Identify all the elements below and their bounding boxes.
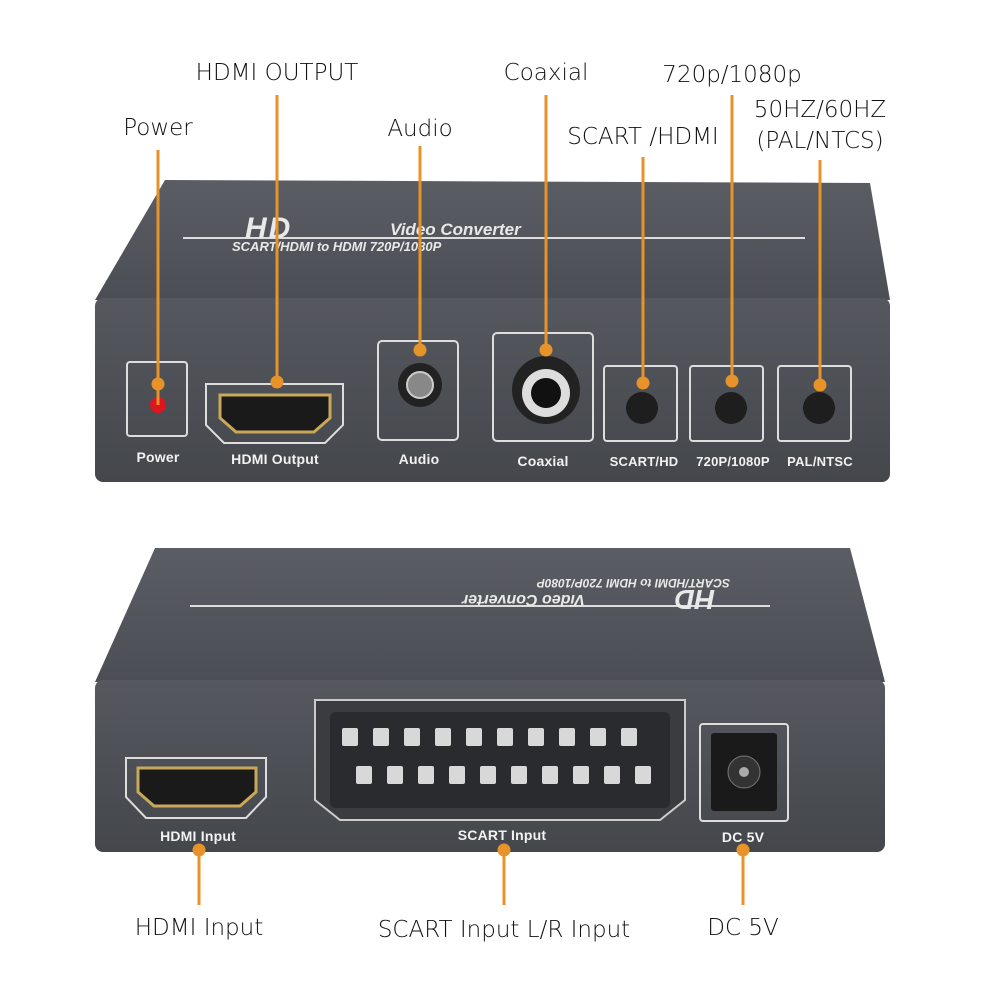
callout-dot	[813, 378, 827, 392]
scart-pin	[435, 728, 451, 746]
scart-pin	[635, 766, 651, 784]
callout-resolution: 720p/1080p	[662, 62, 802, 88]
callout-line-audio	[418, 146, 422, 350]
callout-dot	[736, 843, 750, 857]
callout-dot	[192, 843, 206, 857]
callout-line-coaxial	[544, 95, 548, 350]
callout-hdmi-input: HDMI Input	[134, 915, 264, 941]
device-logo: HD	[245, 212, 293, 245]
coaxial-port	[531, 378, 561, 408]
scart-pin	[418, 766, 434, 784]
callout-coaxial: Coaxial	[503, 60, 589, 86]
scart-pin	[342, 728, 358, 746]
callout-power: Power	[123, 115, 193, 141]
callout-dot	[497, 843, 511, 857]
callout-line-power	[156, 150, 160, 405]
label-hdmi-input: HDMI Input	[160, 828, 236, 844]
callout-hz-line2: (PAL/NTCS)	[756, 128, 884, 154]
scart-pin	[528, 728, 544, 746]
label-audio: Audio	[398, 451, 440, 467]
scart-pin	[480, 766, 496, 784]
hdmi-input-port	[136, 766, 258, 808]
hdmi-output-port	[218, 393, 332, 434]
scart-pin	[621, 728, 637, 746]
callout-dot	[151, 377, 165, 391]
callout-line-hdmi-input	[197, 850, 201, 905]
callout-line-scart-input	[502, 850, 506, 905]
scart-pin	[449, 766, 465, 784]
label-power: Power	[136, 449, 180, 465]
callout-dc: DC 5V	[707, 915, 779, 941]
scart-pin	[590, 728, 606, 746]
front-panel-device	[95, 180, 890, 482]
scart-pin	[559, 728, 575, 746]
scart-pin	[542, 766, 558, 784]
scart-pin	[511, 766, 527, 784]
resolution-button	[715, 392, 747, 424]
scart-pin	[387, 766, 403, 784]
scart-pin	[497, 728, 513, 746]
pal-ntsc-button	[803, 392, 835, 424]
device-subtitle: SCART/HDMI to HDMI 720P/1080P	[232, 239, 442, 254]
audio-jack	[406, 371, 434, 399]
callout-audio: Audio	[387, 116, 453, 142]
callout-dot	[413, 343, 427, 357]
callout-dot	[539, 343, 553, 357]
device-title: Video Converter	[390, 220, 521, 239]
label-720p-1080p: 720P/1080P	[696, 454, 770, 469]
callout-hz-line1: 50HZ/60HZ	[753, 97, 887, 123]
callout-hdmi-output: HDMI OUTPUT	[195, 60, 359, 86]
label-hdmi-output: HDMI Output	[231, 451, 319, 467]
label-scart-input: SCART Input	[457, 827, 547, 843]
label-coaxial: Coaxial	[517, 453, 569, 469]
scart-pin	[404, 728, 420, 746]
label-pal-ntsc: PAL/NTSC	[787, 454, 853, 469]
scart-pin	[604, 766, 620, 784]
label-scart-hd: SCART/HD	[609, 454, 679, 469]
scart-pin	[466, 728, 482, 746]
device-subtitle-mirrored: SCART/HDMI to HDMI 720P/1080P	[536, 576, 730, 590]
scart-pin	[373, 728, 389, 746]
callout-scart-hdmi: SCART /HDMI	[567, 124, 719, 150]
scart-hd-button	[626, 392, 658, 424]
power-led	[150, 397, 166, 413]
callout-line-resolution	[730, 95, 734, 381]
callout-dot	[636, 376, 650, 390]
scart-pin	[356, 766, 372, 784]
back-device-printing: HD Video Converter SCART/HDMI to HDMI 72…	[180, 565, 800, 620]
callout-line-scart-hdmi	[641, 157, 645, 383]
dc-jack	[739, 767, 749, 777]
callout-line-hdmi-output	[275, 95, 279, 382]
device-title-mirrored: Video Converter	[462, 591, 585, 608]
callout-dot	[270, 375, 284, 389]
callout-line-hz	[818, 160, 822, 385]
label-dc: DC 5V	[721, 829, 765, 845]
callout-scart-input: SCART Input L/R Input	[377, 917, 631, 943]
callout-line-dc	[741, 850, 745, 905]
callout-dot	[725, 374, 739, 388]
scart-pin	[573, 766, 589, 784]
back-panel-device	[95, 548, 885, 852]
